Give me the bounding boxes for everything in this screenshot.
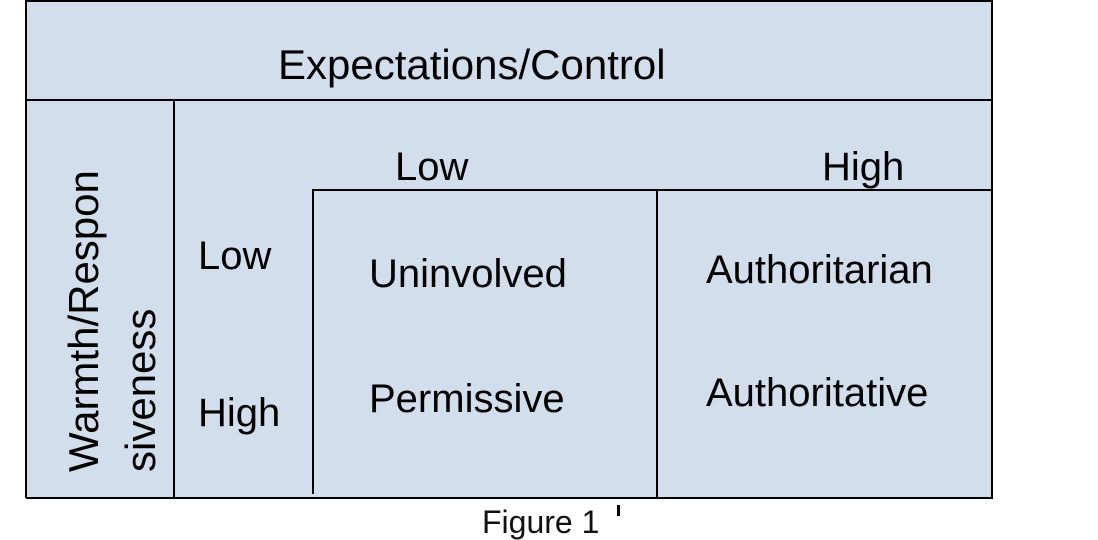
border-bottom	[26, 497, 993, 499]
cell-authoritarian: Authoritarian	[706, 248, 933, 292]
cell-uninvolved: Uninvolved	[369, 252, 567, 296]
figure-caption: Figure 1	[482, 504, 600, 540]
column-header-divider	[312, 189, 993, 191]
caption-cursor	[617, 505, 620, 516]
header-band	[26, 0, 993, 100]
cell-authoritative: Authoritative	[706, 371, 929, 415]
border-right	[991, 0, 993, 498]
header-title: Expectations/Control	[278, 41, 666, 88]
table-body	[26, 100, 993, 498]
column-header-low: Low	[395, 145, 469, 189]
row-header-low: Low	[198, 234, 272, 278]
y-axis-title-line1: Warmth/Respon	[60, 170, 107, 472]
grid-middle-divider	[656, 189, 658, 498]
axis-divider	[173, 100, 175, 498]
y-axis-title-line2: siveness	[117, 308, 164, 472]
border-left	[25, 0, 27, 498]
header-divider	[26, 99, 993, 101]
y-axis-title: Warmth/Respon siveness	[54, 92, 168, 472]
column-header-high: High	[822, 145, 905, 189]
row-header-high: High	[198, 391, 281, 435]
cell-permissive: Permissive	[369, 377, 565, 421]
grid-left-divider	[312, 189, 314, 494]
border-top	[26, 0, 993, 2]
